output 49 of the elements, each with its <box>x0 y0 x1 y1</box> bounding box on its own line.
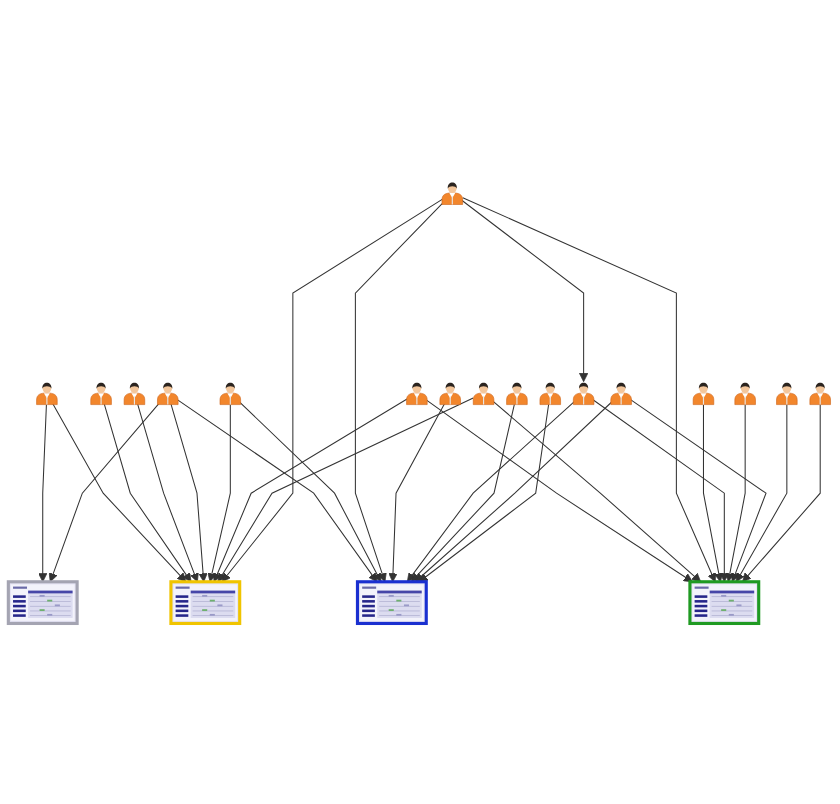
arrow <box>221 198 444 583</box>
person-icon <box>90 382 112 406</box>
webpage-thumbnail <box>688 580 761 626</box>
person-icon <box>123 382 146 406</box>
person-icon <box>776 382 798 406</box>
arrow <box>630 399 767 583</box>
arrow <box>406 400 576 583</box>
person-icon <box>157 382 179 406</box>
arrow <box>414 400 614 583</box>
arrow <box>103 403 192 583</box>
arrow <box>176 399 378 583</box>
person-icon <box>441 182 463 206</box>
webpage-thumbnail <box>355 580 428 626</box>
person-icon <box>809 382 831 406</box>
arrow <box>388 402 446 583</box>
arrow <box>460 199 589 383</box>
arrow <box>410 403 515 583</box>
arrow <box>425 399 693 583</box>
webpage-thumbnail <box>169 580 242 626</box>
arrow <box>170 403 208 583</box>
person-icon <box>219 382 241 406</box>
arrow <box>735 404 788 583</box>
person-icon <box>692 382 715 406</box>
arrow <box>52 402 187 583</box>
arrow <box>213 398 408 583</box>
arrow <box>702 404 724 583</box>
arrow <box>742 404 821 583</box>
person-icon <box>506 382 528 406</box>
person-icon <box>36 382 58 406</box>
person-icon <box>573 382 595 406</box>
arrow <box>137 403 199 583</box>
arrow <box>491 400 702 583</box>
arrow <box>462 197 717 583</box>
arrow <box>592 399 729 583</box>
arrow <box>38 404 48 583</box>
arrow <box>207 404 231 583</box>
arrow <box>354 200 445 583</box>
person-icon <box>734 382 756 406</box>
arrow <box>238 400 382 583</box>
webpage-thumbnail <box>6 580 79 626</box>
person-icon <box>439 382 461 406</box>
person-icon <box>610 382 632 406</box>
arrow <box>418 403 550 583</box>
person-icon <box>406 382 428 406</box>
arrow <box>48 401 161 583</box>
person-icon <box>472 382 495 406</box>
person-icon <box>539 382 561 406</box>
arrow <box>217 397 474 583</box>
arrow <box>725 404 746 583</box>
